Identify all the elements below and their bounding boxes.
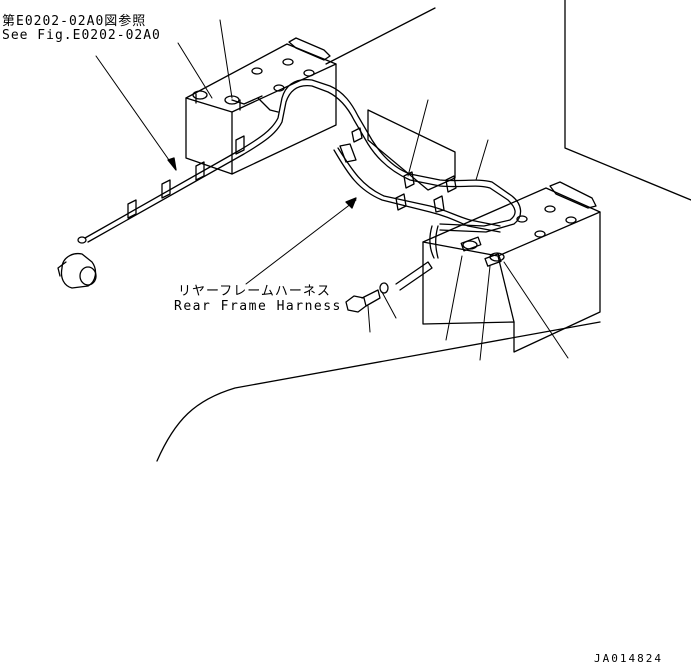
- harness-label-en: Rear Frame Harness: [174, 299, 342, 314]
- frame-outline: [157, 0, 691, 461]
- reference-label-jp: 第E0202-02A0図参照: [2, 14, 147, 29]
- harness-clamps: [128, 128, 501, 266]
- cable-cover-plate: [368, 110, 455, 190]
- drawing-number: JA014824: [594, 652, 663, 665]
- harness-label-jp: リヤーフレームハーネス: [178, 284, 331, 299]
- leader-lines: [96, 20, 568, 360]
- reference-arrowhead: [168, 158, 176, 170]
- bolt-and-washer: [346, 262, 432, 312]
- harness-connector: [58, 237, 96, 288]
- harness-arrowhead: [346, 198, 356, 208]
- reference-label-en: See Fig.E0202-02A0: [2, 28, 161, 43]
- battery-left: [186, 38, 336, 174]
